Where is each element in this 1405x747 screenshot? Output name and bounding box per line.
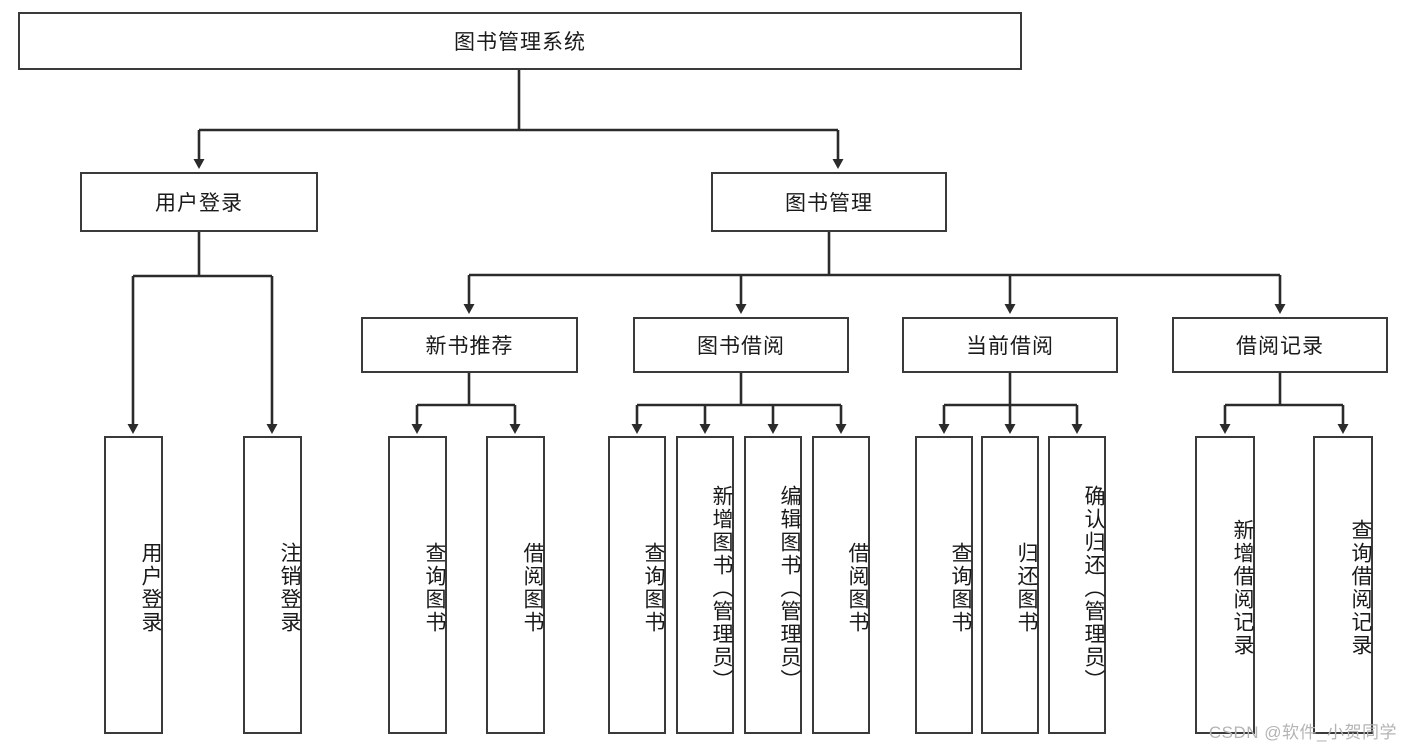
node-root[interactable]: 图书管理系统 xyxy=(18,12,1022,70)
leaf-add-borrow-record-label: 新增借阅记录 xyxy=(1231,519,1254,657)
leaf-query-book-1-label: 查询图书 xyxy=(423,542,446,634)
leaf-query-book-3[interactable]: 查询图书 xyxy=(915,436,973,734)
leaf-add-borrow-record[interactable]: 新增借阅记录 xyxy=(1195,436,1255,734)
node-borrow-record[interactable]: 借阅记录 xyxy=(1172,317,1388,373)
node-new-book-recommend[interactable]: 新书推荐 xyxy=(361,317,578,373)
leaf-return-book[interactable]: 归还图书 xyxy=(981,436,1039,734)
leaf-confirm-return-label: 确认归还（管理员） xyxy=(1082,484,1105,692)
node-book-management-label: 图书管理 xyxy=(785,192,873,215)
node-user-login[interactable]: 用户登录 xyxy=(80,172,318,232)
leaf-return-book-label: 归还图书 xyxy=(1015,542,1038,634)
node-book-borrow-label: 图书借阅 xyxy=(697,335,785,358)
watermark-text: CSDN @软件_小贺同学 xyxy=(1208,723,1397,742)
leaf-user-login-label: 用户登录 xyxy=(139,542,162,634)
leaf-confirm-return[interactable]: 确认归还（管理员） xyxy=(1048,436,1106,734)
node-borrow-record-label: 借阅记录 xyxy=(1236,335,1324,358)
leaf-query-borrow-record-label: 查询借阅记录 xyxy=(1349,519,1372,657)
leaf-edit-book[interactable]: 编辑图书（管理员） xyxy=(744,436,802,734)
leaf-query-book-1[interactable]: 查询图书 xyxy=(388,436,447,734)
node-root-label: 图书管理系统 xyxy=(454,31,586,54)
leaf-user-login[interactable]: 用户登录 xyxy=(104,436,163,734)
leaf-user-logout-label: 注销登录 xyxy=(278,542,301,634)
node-user-login-label: 用户登录 xyxy=(155,192,243,215)
leaf-query-book-2-label: 查询图书 xyxy=(642,542,665,634)
leaf-add-book[interactable]: 新增图书（管理员） xyxy=(676,436,734,734)
leaf-query-borrow-record[interactable]: 查询借阅记录 xyxy=(1313,436,1373,734)
leaf-borrow-book-1[interactable]: 借阅图书 xyxy=(486,436,545,734)
leaf-user-logout[interactable]: 注销登录 xyxy=(243,436,302,734)
node-book-management[interactable]: 图书管理 xyxy=(711,172,947,232)
leaf-borrow-book-1-label: 借阅图书 xyxy=(521,542,544,634)
leaf-query-book-3-label: 查询图书 xyxy=(949,542,972,634)
node-current-borrow-label: 当前借阅 xyxy=(966,335,1054,358)
leaf-borrow-book-2-label: 借阅图书 xyxy=(846,542,869,634)
leaf-query-book-2[interactable]: 查询图书 xyxy=(608,436,666,734)
node-current-borrow[interactable]: 当前借阅 xyxy=(902,317,1118,373)
leaf-add-book-label: 新增图书（管理员） xyxy=(710,484,733,692)
leaf-borrow-book-2[interactable]: 借阅图书 xyxy=(812,436,870,734)
node-new-book-recommend-label: 新书推荐 xyxy=(425,335,514,358)
leaf-edit-book-label: 编辑图书（管理员） xyxy=(778,484,801,692)
node-book-borrow[interactable]: 图书借阅 xyxy=(633,317,849,373)
